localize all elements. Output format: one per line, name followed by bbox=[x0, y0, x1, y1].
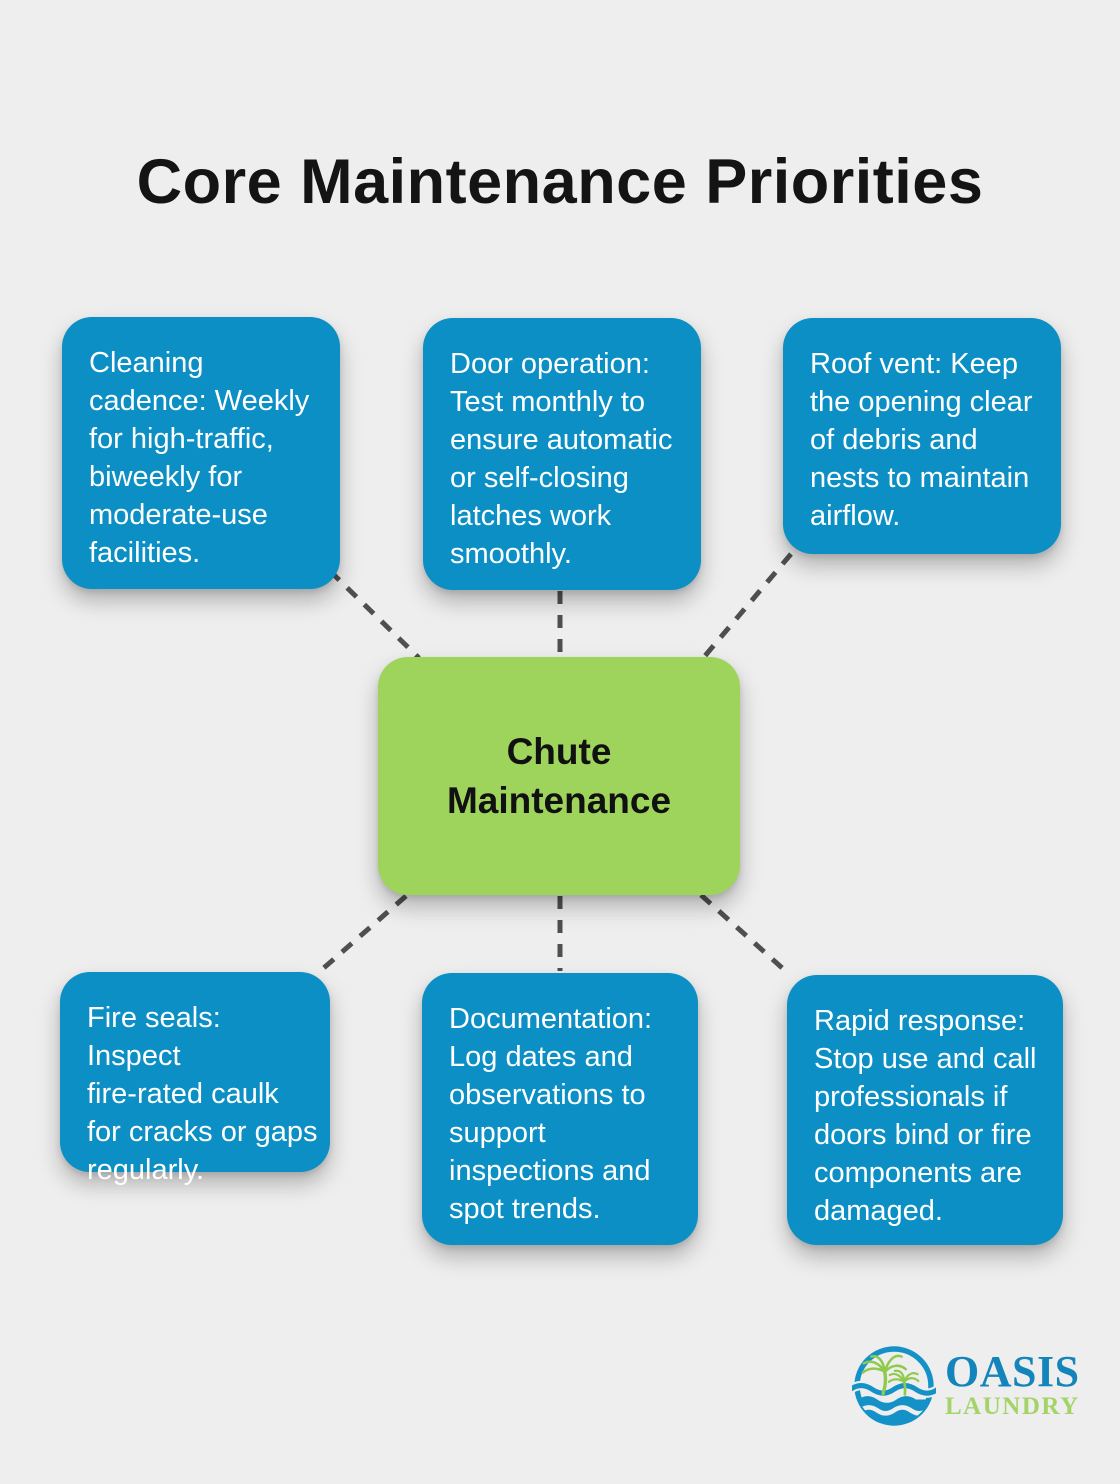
oasis-laundry-logo: OASIS LAUNDRY bbox=[852, 1344, 1080, 1428]
connector-center-to-rapidresponse bbox=[699, 893, 792, 977]
node-roof-vent: Roof vent: Keep the opening clear of deb… bbox=[783, 318, 1061, 554]
node-rapid-response: Rapid response: Stop use and call profes… bbox=[787, 975, 1063, 1245]
node-chute-maintenance: Chute Maintenance bbox=[378, 657, 740, 895]
page-title: Core Maintenance Priorities bbox=[136, 147, 984, 218]
connector-center-to-fireseals bbox=[316, 894, 408, 975]
palm-waves-icon bbox=[852, 1346, 936, 1426]
connector-roofvent-to-center bbox=[702, 552, 793, 659]
connector-cleaning-to-center bbox=[328, 569, 421, 660]
node-documentation: Documentation: Log dates and observation… bbox=[422, 973, 698, 1245]
node-fire-seals: Fire seals: Inspect fire-rated caulk for… bbox=[60, 972, 330, 1186]
logo-subname: LAUNDRY bbox=[945, 1393, 1080, 1420]
logo-name: OASIS bbox=[945, 1347, 1080, 1396]
node-door-operation: Door operation: Test monthly to ensure a… bbox=[423, 318, 701, 590]
node-cleaning-cadence: Cleaning cadence: Weekly for high-traffi… bbox=[62, 317, 340, 589]
